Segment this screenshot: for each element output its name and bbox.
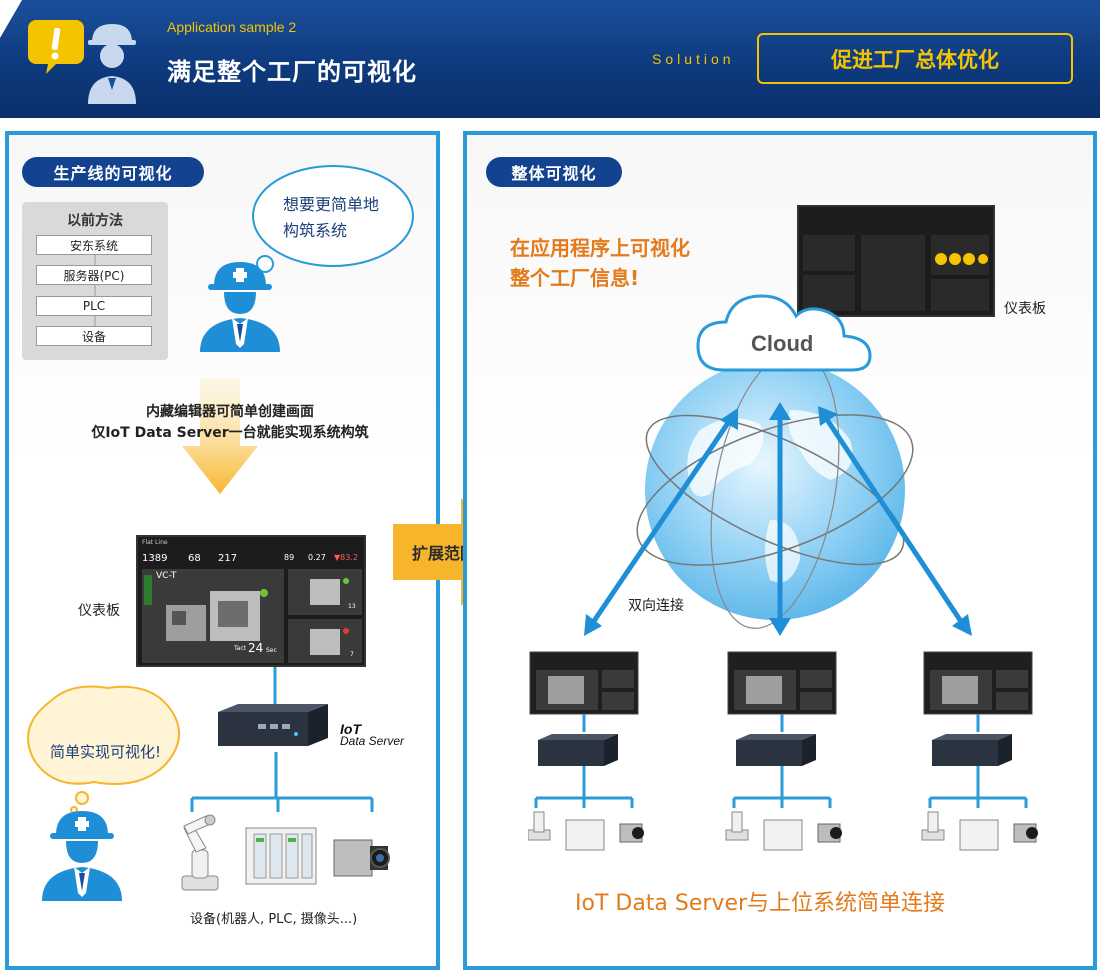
old-method-item: 服务器(PC) xyxy=(36,265,152,285)
dashboard-sub-view: 13 xyxy=(288,569,362,615)
camera-icon xyxy=(333,839,390,877)
tact-label: Tact xyxy=(234,645,246,652)
devices-caption: 设备(机器人, PLC, 摄像头...) xyxy=(190,912,358,927)
tact-value: 24 xyxy=(248,641,264,655)
cloud-icon xyxy=(696,294,872,372)
device-bus xyxy=(190,752,374,812)
left-panel-pill: 生产线的可视化 xyxy=(22,157,204,187)
expand-arrow-label: 扩展范围 xyxy=(412,544,477,563)
page-title: 满足整个工厂的可视化 xyxy=(167,58,417,86)
application-sample-label: Application sample 2 xyxy=(167,19,297,35)
sub-view-value: 7 xyxy=(350,651,354,658)
worker-icon xyxy=(88,24,136,104)
machine-illustration xyxy=(310,578,349,605)
iot-label-line: IoT xyxy=(340,721,361,737)
site-cluster xyxy=(528,651,644,851)
dashboard-screen: Flat Line 1389 68 217 89 0.27 ▼83.2 VC-T… xyxy=(136,535,366,667)
cloud-dashboard-screen xyxy=(797,205,995,317)
thought-bubble-bottom-text: 简单实现可视化! xyxy=(50,743,162,761)
right-panel-pill: 整体可视化 xyxy=(486,157,622,187)
dashboard-charts xyxy=(803,235,989,311)
old-method-item: 安东系统 xyxy=(36,235,152,255)
status-light xyxy=(144,575,152,605)
globe-icon xyxy=(636,351,914,629)
site-cluster xyxy=(921,651,1038,851)
site-clusters xyxy=(528,651,1038,851)
tact-unit: Sec xyxy=(266,647,277,654)
thought-line: 想要更简单地 xyxy=(283,195,380,214)
dashboard-value: 217 xyxy=(218,553,238,564)
dashboard-value: 0.27 xyxy=(308,553,326,562)
right-headline: 在应用程序上可视化 整个工厂信息! xyxy=(510,233,690,293)
header-banner xyxy=(0,0,1100,118)
dashboard-value: 89 xyxy=(284,553,295,562)
dashboard-value: ▼83.2 xyxy=(334,553,358,562)
server-icon xyxy=(218,704,328,746)
down-arrow xyxy=(182,378,258,494)
old-method-item: PLC xyxy=(36,296,152,316)
bidirectional-arrows xyxy=(584,402,972,636)
right-headline-line: 在应用程序上可视化 xyxy=(510,236,690,260)
site-cluster xyxy=(725,651,842,851)
iot-label-line: Data Server xyxy=(340,734,405,748)
sub-view-value: 13 xyxy=(348,603,356,610)
thought-bubble-bottom xyxy=(27,685,181,812)
old-method-connector xyxy=(94,240,96,340)
machine-illustration xyxy=(310,628,349,655)
arrow-caption-line: 内藏编辑器可简单创建画面 xyxy=(146,404,314,420)
cloud-label: Cloud xyxy=(751,331,814,356)
right-bottom-caption: IoT Data Server与上位系统简单连接 xyxy=(575,891,946,916)
bidirectional-label: 双向连接 xyxy=(628,598,684,614)
arrow-caption: 内藏编辑器可简单创建画面 仅IoT Data Server一台就能实现系统构筑 xyxy=(60,402,400,444)
warning-icon xyxy=(28,20,136,104)
solution-box: 促进工厂总体优化 xyxy=(757,33,1073,84)
dashboard-value: 1389 xyxy=(142,553,168,564)
robot-arm-icon xyxy=(181,814,219,891)
plc-icon xyxy=(245,827,317,885)
worker-icon xyxy=(42,811,122,901)
cloud-dashboard-label: 仪表板 xyxy=(1004,301,1046,317)
thought-line: 构筑系统 xyxy=(283,221,348,240)
dashboard-label: 仪表板 xyxy=(78,603,120,619)
old-method-item: 设备 xyxy=(36,326,152,346)
old-method-title: 以前方法 xyxy=(67,213,123,229)
dashboard-sub-view: 7 xyxy=(288,619,362,663)
iot-data-server-label: IoT Data Server xyxy=(340,721,405,748)
dashboard-machine-label: VC-T xyxy=(156,571,177,581)
solution-label: Solution xyxy=(652,51,735,67)
arrow-caption-line: 仅IoT Data Server一台就能实现系统构筑 xyxy=(91,425,369,441)
header-notch xyxy=(0,0,22,38)
worker-icon xyxy=(200,262,280,352)
dashboard-value: 68 xyxy=(188,553,201,564)
dashboard-line-name: Flat Line xyxy=(142,539,168,546)
right-headline-line: 整个工厂信息! xyxy=(510,266,640,290)
thought-bubble-top-text: 想要更简单地 构筑系统 xyxy=(283,192,379,244)
machine-illustration xyxy=(166,589,268,641)
dashboard-machine-view: VC-T Tact 24 Sec xyxy=(142,569,284,663)
